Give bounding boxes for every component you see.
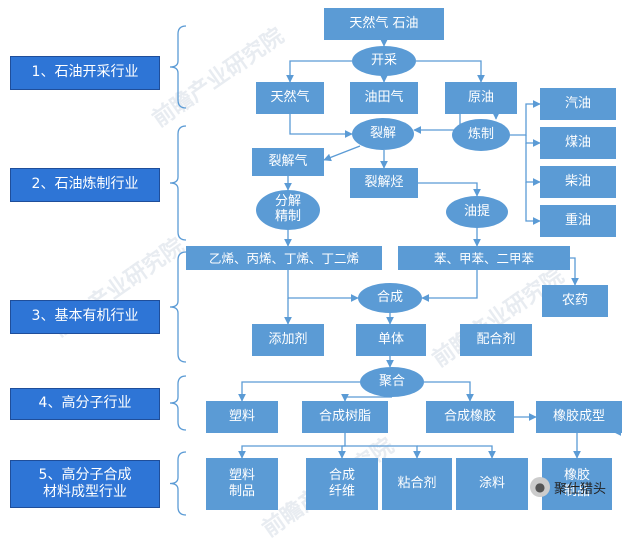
node-natural-gas-petroleum: 天然气 石油	[324, 8, 444, 40]
brand-label: ● 聚仕猎头	[529, 477, 606, 497]
node-rubber-products: 橡胶制品	[542, 458, 612, 510]
connector	[424, 381, 474, 402]
node-separation-refine: 分解精制	[256, 190, 320, 230]
connector	[416, 60, 485, 83]
connector	[286, 60, 352, 83]
connector	[418, 182, 481, 197]
industry-label-5: 5、高分子合成材料成型行业	[10, 460, 160, 508]
connector	[525, 182, 541, 225]
node-natural-gas: 天然气	[256, 82, 324, 114]
connector	[525, 143, 541, 186]
connector	[413, 114, 461, 134]
bracket-1	[169, 25, 187, 109]
node-aromatics: 苯、甲苯、二甲苯	[398, 246, 570, 270]
connector	[417, 445, 496, 459]
node-polymerization: 聚合	[360, 367, 424, 397]
node-cracking: 裂解	[352, 118, 414, 150]
connector	[338, 445, 346, 459]
node-rubber-molding: 橡胶成型	[536, 401, 622, 433]
connector	[289, 114, 353, 138]
node-plastic: 塑料	[206, 401, 278, 433]
node-olefins: 乙烯、丙烯、丁烯、丁二烯	[186, 246, 382, 270]
connector	[570, 257, 579, 286]
node-crude-oil: 原油	[445, 82, 517, 114]
node-coating: 涂料	[456, 458, 528, 510]
industry-label-2: 2、石油炼制行业	[10, 168, 160, 202]
industry-label-1: 1、石油开采行业	[10, 56, 160, 90]
connector	[421, 270, 478, 302]
bracket-3	[169, 251, 187, 363]
node-monomer: 单体	[356, 324, 426, 356]
industry-label-3: 3、基本有机行业	[10, 300, 160, 334]
bracket-2	[169, 125, 187, 241]
node-gasoline: 汽油	[540, 88, 616, 120]
node-plastic-products: 塑料制品	[206, 458, 278, 510]
node-heavy-oil: 重油	[540, 205, 616, 237]
wechat-icon: ●	[529, 477, 550, 497]
node-oil-extraction: 油提	[446, 196, 508, 228]
bracket-5	[169, 451, 187, 516]
connector	[323, 145, 361, 162]
node-additive: 添加剂	[252, 324, 324, 356]
connector	[287, 270, 359, 302]
connector	[345, 445, 421, 459]
node-synthetic-rubber: 合成橡胶	[426, 401, 514, 433]
node-pesticide: 农药	[542, 285, 608, 317]
node-mixture: 配合剂	[460, 324, 532, 356]
node-adhesive: 粘合剂	[382, 458, 452, 510]
node-refining: 炼制	[452, 119, 510, 151]
connector	[341, 393, 392, 402]
node-cracked-hydrocarbon: 裂解烃	[350, 168, 418, 198]
node-synthetic-resin: 合成树脂	[302, 401, 388, 433]
node-oilfield-gas: 油田气	[350, 82, 418, 114]
connector	[510, 100, 541, 136]
node-synthesis: 合成	[358, 283, 422, 313]
connector	[238, 433, 346, 459]
industry-label-4: 4、高分子行业	[10, 388, 160, 420]
connector	[238, 381, 360, 402]
node-cracked-gas: 裂解气	[252, 148, 324, 176]
bracket-4	[169, 375, 187, 431]
node-synthetic-fiber: 合成纤维	[306, 458, 378, 510]
node-diesel: 柴油	[540, 166, 616, 198]
node-coal-oil: 煤油	[540, 127, 616, 159]
connector	[525, 135, 541, 147]
node-mining: 开采	[352, 46, 416, 76]
